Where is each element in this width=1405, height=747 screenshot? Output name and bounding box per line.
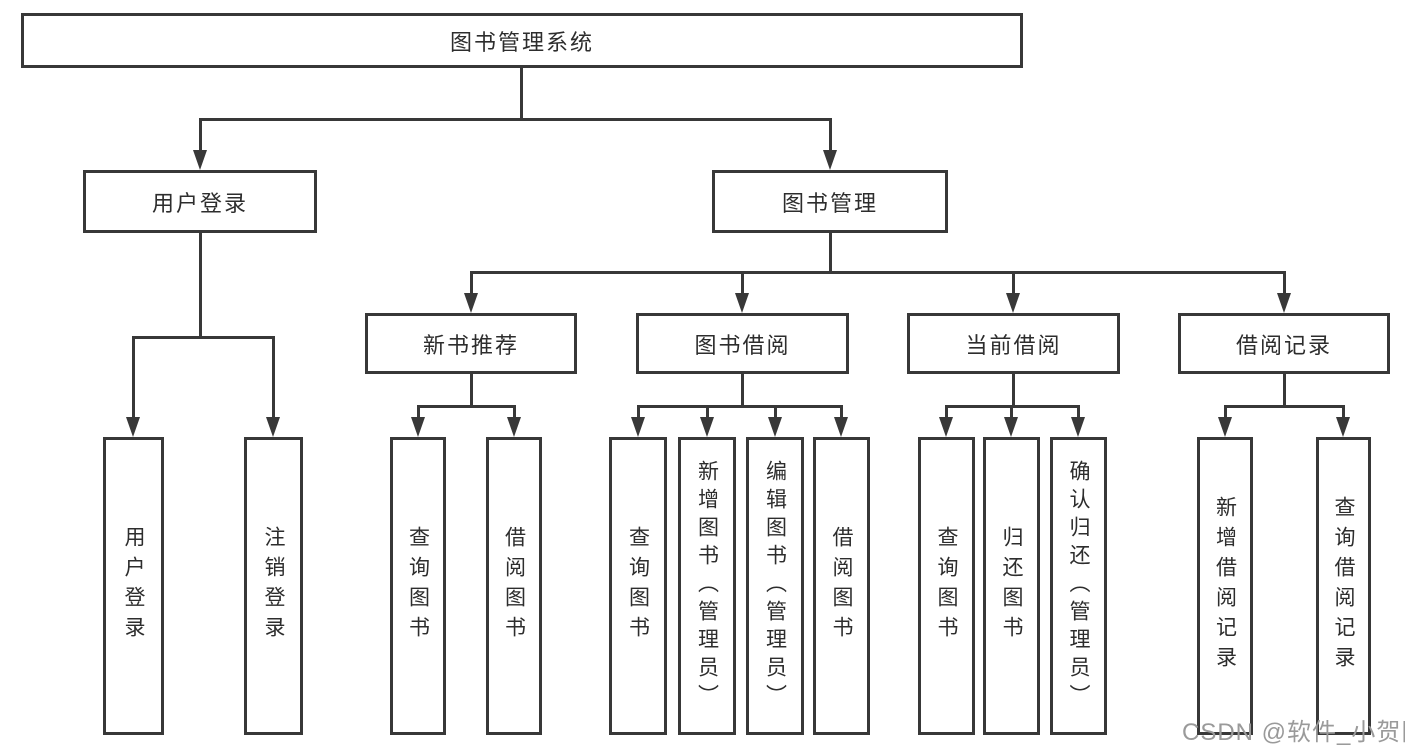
connector-recommend-vline — [470, 374, 473, 408]
leaf-user-login: 用户登录 — [103, 437, 164, 735]
leaf-logout-label: 注销登录 — [262, 526, 285, 646]
leaf-borrow-borrow-books: 借阅图书 — [813, 437, 870, 735]
leaf-edit-book-admin: 编辑图书（管理员） — [746, 437, 804, 735]
node-library-system-label: 图书管理系统 — [449, 29, 594, 55]
node-user-login-group: 用户登录 — [83, 170, 317, 233]
arrow-down-icon — [1071, 417, 1085, 437]
arrow-down-icon — [834, 417, 848, 437]
arrow-down-icon — [823, 150, 837, 170]
arrow-down-icon — [1336, 417, 1350, 437]
leaf-borrow-query-books: 查询图书 — [609, 437, 667, 735]
leaf-query-borrow-record-label: 查询借阅记录 — [1332, 496, 1355, 676]
node-current-borrow-label: 当前借阅 — [965, 332, 1062, 358]
leaf-recommend-borrow-books-label: 借阅图书 — [502, 526, 526, 646]
arrow-down-icon — [700, 417, 714, 437]
arrow-down-icon — [507, 417, 521, 437]
leaf-borrow-borrow-books-label: 借阅图书 — [830, 526, 853, 646]
leaf-add-book-admin-label: 新增图书（管理员） — [695, 460, 719, 712]
leaf-current-query-books-label: 查询图书 — [935, 526, 958, 646]
leaf-query-borrow-record: 查询借阅记录 — [1316, 437, 1371, 735]
connector-stem — [272, 336, 275, 420]
leaf-confirm-return-admin-label: 确认归还（管理员） — [1067, 460, 1090, 712]
connector-records-hline — [1224, 405, 1345, 408]
connector-stem — [741, 271, 744, 295]
connector-stem — [1012, 271, 1015, 295]
leaf-add-book-admin: 新增图书（管理员） — [678, 437, 736, 735]
connector-stem — [199, 118, 202, 154]
connector-borrow-hline — [637, 405, 843, 408]
arrow-down-icon — [939, 417, 953, 437]
node-borrow-records-label: 借阅记录 — [1235, 332, 1332, 358]
node-new-book-recommend-label: 新书推荐 — [422, 332, 519, 358]
arrow-down-icon — [411, 417, 425, 437]
connector-stem — [637, 405, 640, 420]
arrow-down-icon — [768, 417, 782, 437]
node-current-borrow: 当前借阅 — [907, 313, 1120, 374]
leaf-add-borrow-record-label: 新增借阅记录 — [1213, 496, 1237, 676]
leaf-return-book-label: 归还图书 — [1000, 526, 1023, 646]
leaf-user-login-label: 用户登录 — [122, 526, 145, 646]
node-book-management: 图书管理 — [712, 170, 948, 233]
arrow-down-icon — [735, 293, 749, 313]
connector-book-mgmt-vline — [829, 233, 832, 274]
arrow-down-icon — [1006, 293, 1020, 313]
leaf-recommend-query-books: 查询图书 — [390, 437, 446, 735]
node-library-system: 图书管理系统 — [21, 13, 1023, 68]
connector-stem — [1010, 405, 1013, 420]
connector-user-login-vline — [199, 233, 202, 339]
leaf-return-book: 归还图书 — [983, 437, 1040, 735]
node-user-login-group-label: 用户登录 — [151, 190, 248, 216]
connector-stem — [1077, 405, 1080, 420]
leaf-recommend-borrow-books: 借阅图书 — [486, 437, 542, 735]
arrow-down-icon — [464, 293, 478, 313]
leaf-edit-book-admin-label: 编辑图书（管理员） — [763, 460, 787, 712]
arrow-down-icon — [631, 417, 645, 437]
connector-level2-hline — [199, 118, 832, 121]
connector-stem — [1342, 405, 1345, 420]
node-book-borrow-label: 图书借阅 — [694, 332, 791, 358]
connector-stem — [417, 405, 420, 420]
arrow-down-icon — [193, 150, 207, 170]
node-new-book-recommend: 新书推荐 — [365, 313, 577, 374]
connector-stem — [945, 405, 948, 420]
connector-stem — [706, 405, 709, 420]
connector-borrow-vline — [741, 374, 744, 408]
node-borrow-records: 借阅记录 — [1178, 313, 1390, 374]
connector-root-vline — [520, 68, 523, 121]
connector-user-login-hline — [132, 336, 275, 339]
connector-stem — [1224, 405, 1227, 420]
connector-stem — [513, 405, 516, 420]
connector-records-vline — [1283, 374, 1286, 408]
arrow-down-icon — [1218, 417, 1232, 437]
connector-stem — [132, 336, 135, 420]
connector-level3-hline — [470, 271, 1285, 274]
leaf-logout: 注销登录 — [244, 437, 303, 735]
node-book-borrow: 图书借阅 — [636, 313, 849, 374]
leaf-current-query-books: 查询图书 — [918, 437, 975, 735]
leaf-borrow-query-books-label: 查询图书 — [626, 526, 650, 646]
arrow-down-icon — [1277, 293, 1291, 313]
arrow-down-icon — [266, 417, 280, 437]
leaf-recommend-query-books-label: 查询图书 — [406, 526, 430, 646]
connector-stem — [1283, 271, 1286, 295]
arrow-down-icon — [1004, 417, 1018, 437]
connector-stem — [840, 405, 843, 420]
connector-stem — [829, 118, 832, 154]
connector-recommend-hline — [417, 405, 516, 408]
node-book-management-label: 图书管理 — [781, 190, 878, 216]
leaf-confirm-return-admin: 确认归还（管理员） — [1050, 437, 1107, 735]
connector-stem — [470, 271, 473, 295]
arrow-down-icon — [126, 417, 140, 437]
watermark-text: CSDN @软件_小贺同学 — [1182, 719, 1405, 746]
leaf-add-borrow-record: 新增借阅记录 — [1197, 437, 1253, 735]
connector-stem — [774, 405, 777, 420]
connector-current-vline — [1012, 374, 1015, 408]
